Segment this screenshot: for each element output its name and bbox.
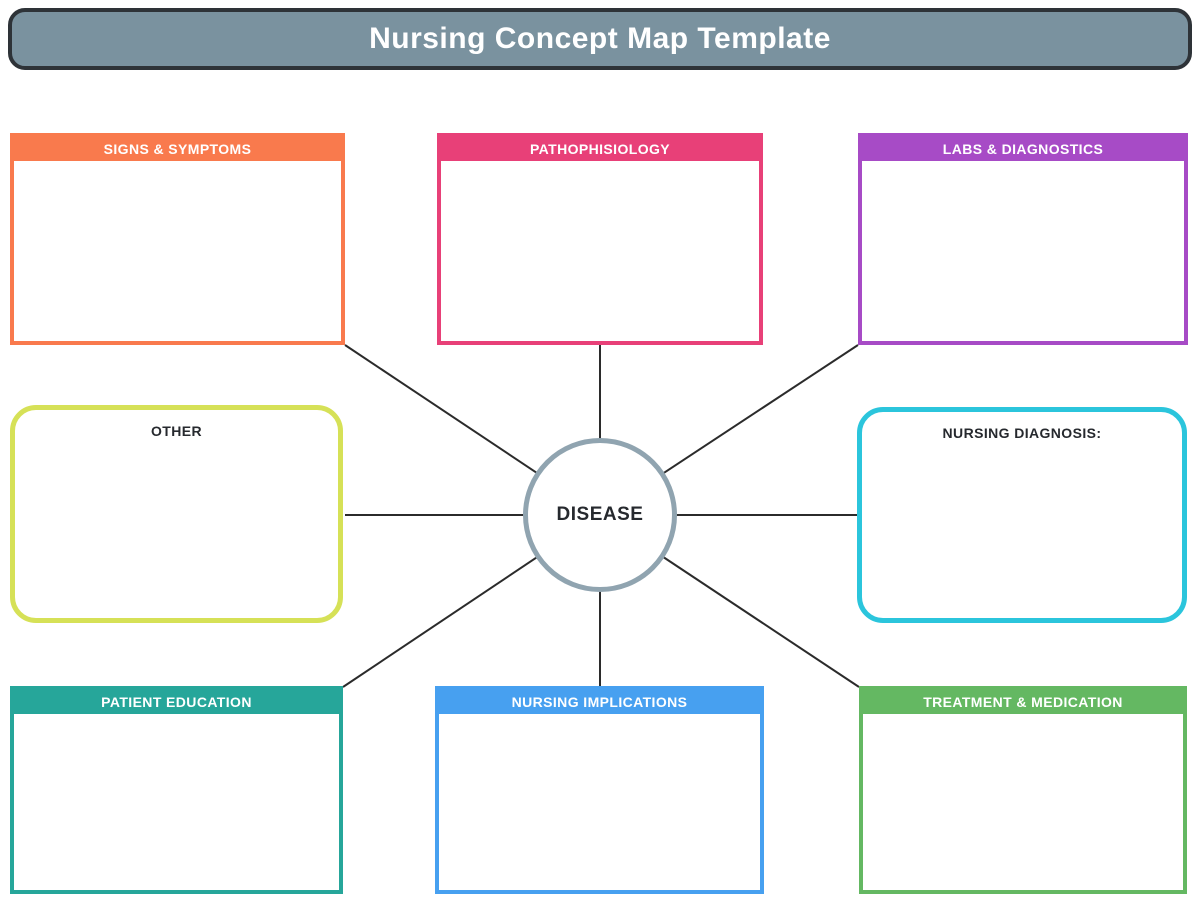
box-treatment-medication[interactable]: TREATMENT & MEDICATION [859,686,1187,894]
box-nursing-implications[interactable]: NURSING IMPLICATIONS [435,686,764,894]
box-treatment-medication-header: TREATMENT & MEDICATION [863,690,1183,714]
box-pathophisiology[interactable]: PATHOPHISIOLOGY [437,133,763,345]
disease-label: DISEASE [556,504,644,525]
box-nursing-implications-content[interactable] [439,714,760,890]
box-signs-symptoms-label: SIGNS & SYMPTOMS [103,141,252,157]
box-signs-symptoms[interactable]: SIGNS & SYMPTOMS [10,133,345,345]
box-pathophisiology-header: PATHOPHISIOLOGY [441,137,759,161]
box-patient-education-label: PATIENT EDUCATION [101,694,252,710]
box-nursing-diagnosis-content[interactable] [862,441,1182,618]
box-labs-diagnostics[interactable]: LABS & DIAGNOSTICS [858,133,1188,345]
box-labs-diagnostics-content[interactable] [862,161,1184,341]
box-signs-symptoms-header: SIGNS & SYMPTOMS [14,137,341,161]
box-nursing-implications-header: NURSING IMPLICATIONS [439,690,760,714]
box-labs-diagnostics-label: LABS & DIAGNOSTICS [942,141,1104,157]
box-treatment-medication-content[interactable] [863,714,1183,890]
box-labs-diagnostics-header: LABS & DIAGNOSTICS [862,137,1184,161]
box-signs-symptoms-content[interactable] [14,161,341,341]
box-nursing-diagnosis-label: NURSING DIAGNOSIS: [942,425,1102,441]
title-banner: Nursing Concept Map Template [8,8,1192,70]
box-other-content[interactable] [15,439,338,618]
box-patient-education-content[interactable] [14,714,339,890]
disease-node[interactable]: DISEASE [523,438,677,592]
box-pathophisiology-label: PATHOPHISIOLOGY [529,141,671,157]
box-nursing-diagnosis[interactable]: NURSING DIAGNOSIS: [857,407,1187,623]
box-other[interactable]: OTHER [10,405,343,623]
box-treatment-medication-label: TREATMENT & MEDICATION [923,694,1123,710]
page-title: Nursing Concept Map Template [369,22,831,55]
box-patient-education-header: PATIENT EDUCATION [14,690,339,714]
box-pathophisiology-content[interactable] [441,161,759,341]
box-other-label: OTHER [151,423,202,439]
box-nursing-implications-label: NURSING IMPLICATIONS [511,694,688,710]
box-patient-education[interactable]: PATIENT EDUCATION [10,686,343,894]
